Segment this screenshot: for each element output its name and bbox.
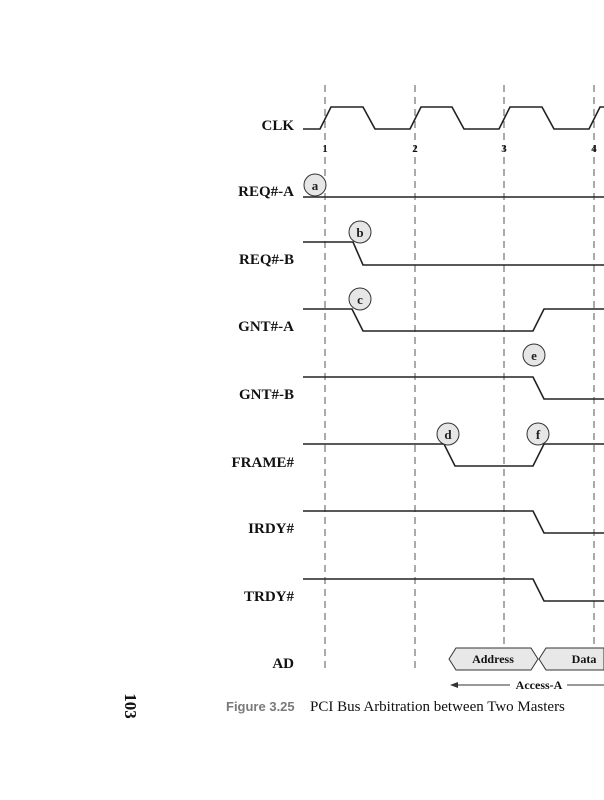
svg-text:e: e <box>531 348 537 363</box>
clock-tick-1: 1 <box>322 143 328 155</box>
marker-b: b <box>348 220 372 244</box>
clock-waveform <box>303 106 604 130</box>
bus-phase-address: Address <box>448 647 539 671</box>
svg-text:d: d <box>444 427 452 442</box>
svg-text:f: f <box>536 427 541 442</box>
clock-tick-3: 3 <box>501 143 507 155</box>
access-span-label: Access-A <box>516 678 563 692</box>
figure-title: PCI Bus Arbitration between Two Masters <box>310 699 565 715</box>
bus-phase-data: Data <box>538 647 604 671</box>
signal-label-gnt-a: GNT#-A <box>238 319 294 335</box>
marker-c: c <box>348 287 372 311</box>
waveform-gnt-a <box>303 308 604 332</box>
waveform-gnt-b <box>303 376 604 400</box>
svg-text:a: a <box>312 178 319 193</box>
waveform-irdy <box>303 510 604 534</box>
signal-label-ad: AD <box>272 656 294 672</box>
signal-label-irdy: IRDY# <box>248 521 294 537</box>
signal-label-req-b: REQ#-B <box>239 252 294 268</box>
signal-label-frame: FRAME# <box>232 455 295 471</box>
svg-text:c: c <box>357 292 363 307</box>
figure-number: Figure 3.25 <box>226 699 295 714</box>
access-span-arrow <box>450 682 604 688</box>
signal-label-gnt-b: GNT#-B <box>239 387 294 403</box>
clock-tick-2: 2 <box>412 143 418 155</box>
svg-text:Data: Data <box>572 652 597 666</box>
clock-tick-4: 4 <box>591 143 597 155</box>
svg-text:Address: Address <box>472 652 514 666</box>
waveform-req-b <box>303 241 604 266</box>
svg-text:b: b <box>356 225 363 240</box>
marker-d: d <box>436 422 460 446</box>
signal-label-trdy: TRDY# <box>244 589 295 605</box>
waveform-frame <box>303 443 604 467</box>
page-number: 103 <box>121 693 140 719</box>
signal-label-req-a: REQ#-A <box>238 184 294 200</box>
waveform-trdy <box>303 578 604 602</box>
marker-f: f <box>526 422 550 446</box>
clock-label: CLK <box>261 118 294 134</box>
marker-e: e <box>522 343 546 367</box>
marker-a: a <box>303 173 327 197</box>
